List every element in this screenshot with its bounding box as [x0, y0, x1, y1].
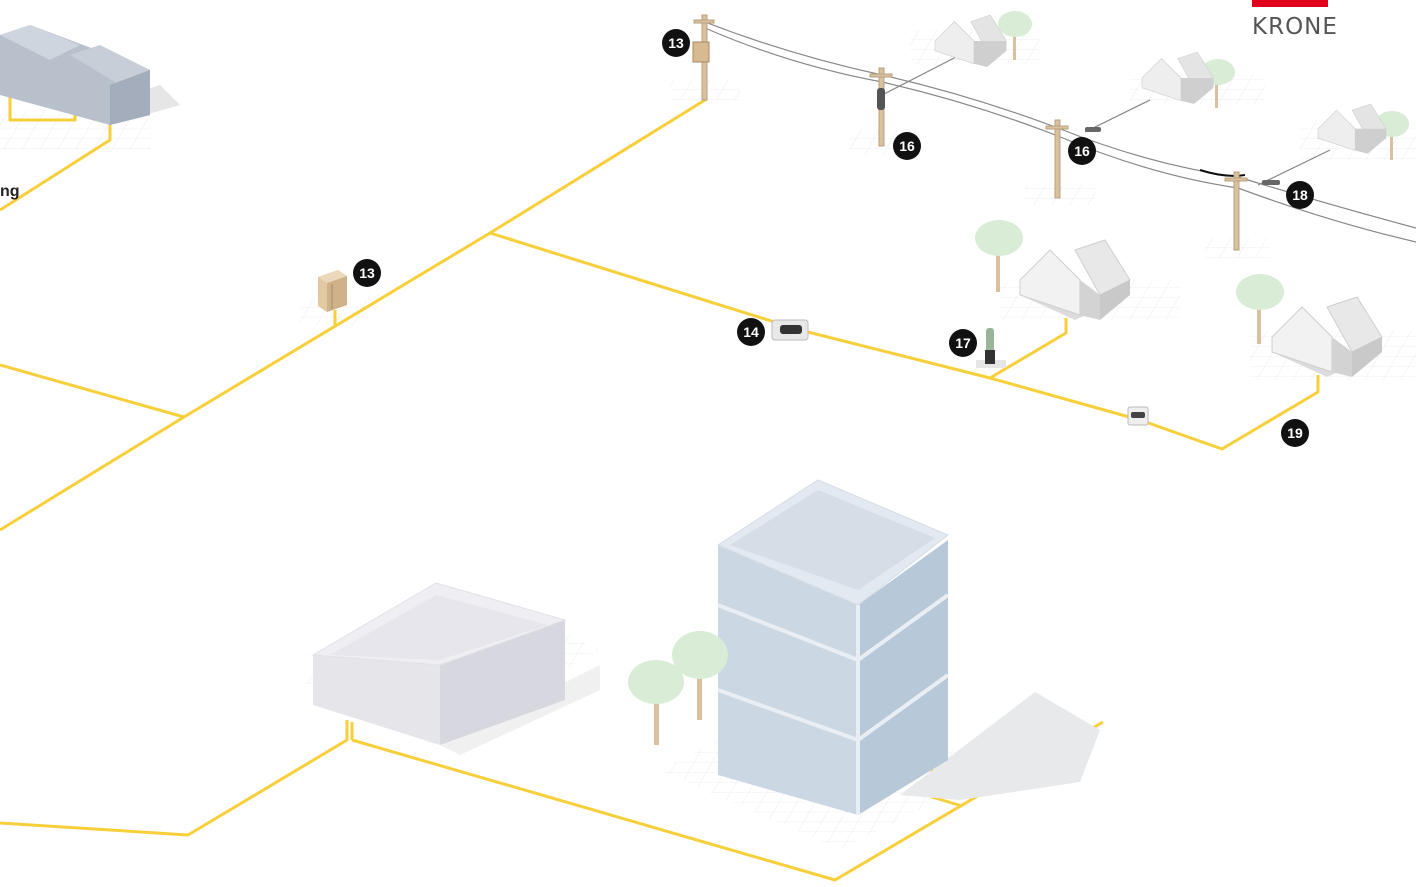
pole-3 [1054, 119, 1061, 199]
closure-18 [1262, 180, 1280, 185]
logo-text: KRONE [1252, 14, 1338, 40]
low-building [311, 582, 600, 755]
svg-text:16: 16 [899, 138, 915, 154]
marker-14: 14 [737, 318, 765, 346]
closure-16a [877, 88, 885, 110]
svg-text:16: 16 [1074, 143, 1090, 159]
splice-closure [771, 319, 809, 341]
house-2 [1271, 296, 1383, 377]
house-4 [1141, 51, 1214, 104]
terraced-houses [0, 25, 180, 125]
marker-16-first: 16 [893, 132, 921, 160]
house-1 [1019, 239, 1131, 320]
houses [0, 14, 1387, 377]
house-3 [934, 14, 1007, 67]
cable-drop-17 [989, 318, 1068, 380]
street-cabinet [318, 270, 347, 312]
office-tower [716, 479, 950, 815]
svg-text:17: 17 [955, 335, 971, 351]
cable-south [0, 720, 349, 837]
closure-16b [1085, 127, 1101, 132]
marker-18: 18 [1286, 181, 1314, 209]
tree-5 [998, 11, 1032, 60]
tower-shadow [900, 692, 1100, 800]
tree-2 [672, 631, 728, 720]
svg-text:13: 13 [359, 265, 375, 281]
marker-16-second: 16 [1068, 137, 1096, 165]
svg-text:14: 14 [743, 324, 759, 340]
tree-3 [975, 220, 1023, 292]
house-5 [1317, 103, 1387, 154]
fiber-cables [0, 75, 1320, 882]
svg-text:13: 13 [668, 35, 684, 51]
svg-text:19: 19 [1287, 425, 1303, 441]
pole-4 [1233, 171, 1240, 251]
tree-1 [628, 660, 684, 745]
svg-text:18: 18 [1292, 187, 1308, 203]
marker-17: 17 [949, 329, 977, 357]
cable-branch-residential [489, 231, 1320, 451]
pole-equipment [692, 41, 1280, 185]
marker-19: 19 [1281, 419, 1309, 447]
pole-box-13 [692, 41, 710, 63]
marker-13-pole: 13 [662, 29, 690, 57]
ground-grids [0, 30, 1416, 850]
krone-logo: KRONE [1252, 0, 1337, 44]
pedestal [976, 328, 1006, 368]
tree-4 [1236, 274, 1284, 344]
joint-closure [1127, 406, 1149, 426]
trees [628, 11, 1409, 745]
cut-off-label: ng [0, 183, 20, 200]
cable-branch-west [0, 363, 185, 419]
logo-bar [1252, 0, 1328, 7]
marker-13-cabinet: 13 [353, 259, 381, 287]
marker-badges: 13 13 14 16 16 17 18 19 [353, 29, 1314, 447]
